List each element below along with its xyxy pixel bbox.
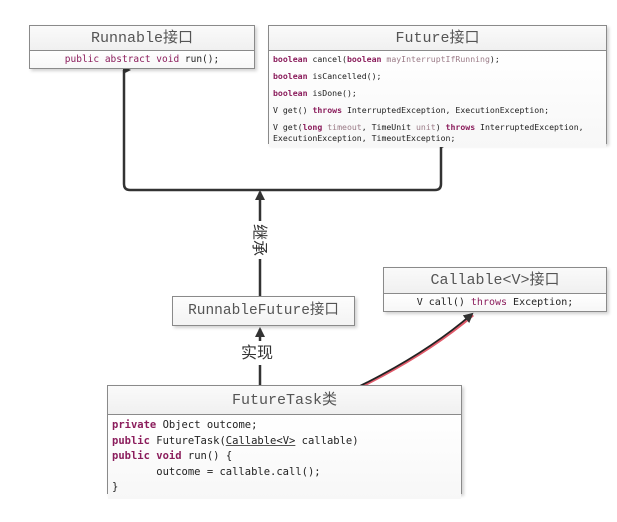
future-method-iscancelled: boolean isCancelled(); xyxy=(273,71,382,81)
future-task-code: private Object outcome; public FutureTask… xyxy=(108,415,461,499)
callable-param-type: Callable<V> xyxy=(225,434,296,447)
future-interface-box: Future接口 boolean cancel(boolean mayInter… xyxy=(268,25,607,147)
future-task-title: FutureTask类 xyxy=(108,386,461,415)
runnable-future-interface-box: RunnableFuture接口 xyxy=(172,296,355,326)
callable-title: Callable<V>接口 xyxy=(384,268,606,294)
code-line-constructor: public FutureTask(Callable<V> callable) xyxy=(112,434,359,447)
callable-interface-box: Callable<V>接口 V call() throws Exception; xyxy=(383,267,607,312)
future-method-get-timeout: V get(long timeout, TimeUnit unit) throw… xyxy=(273,122,584,143)
runnable-future-title: RunnableFuture接口 xyxy=(173,297,354,325)
code-line-call: outcome = callable.call(); xyxy=(112,465,321,478)
callable-method-call: V call() throws Exception; xyxy=(384,294,606,311)
future-method-cancel: boolean cancel(boolean mayInterruptIfRun… xyxy=(273,54,500,64)
runnable-title: Runnable接口 xyxy=(30,26,254,51)
runnable-method-run: public abstract void run(); xyxy=(30,51,254,68)
inherit-arrow-future xyxy=(260,141,448,192)
inherit-arrow-runnable xyxy=(122,66,260,192)
code-line-field: private Object outcome; xyxy=(112,419,258,431)
future-method-isdone: boolean isDone(); xyxy=(273,88,357,98)
future-method-get: V get() throws InterruptedException, Exe… xyxy=(273,105,550,115)
implement-label: 实现 xyxy=(240,341,275,365)
runnable-interface-box: Runnable接口 public abstract void run(); xyxy=(29,25,255,69)
future-task-class-box: FutureTask类 private Object outcome; publi… xyxy=(107,385,462,499)
code-line-run: public void run() { xyxy=(112,450,233,462)
future-title: Future接口 xyxy=(269,26,606,51)
future-methods: boolean cancel(boolean mayInterruptIfRun… xyxy=(269,51,606,147)
inherit-label: 继承 xyxy=(250,221,271,259)
code-line-close: } xyxy=(112,481,119,493)
